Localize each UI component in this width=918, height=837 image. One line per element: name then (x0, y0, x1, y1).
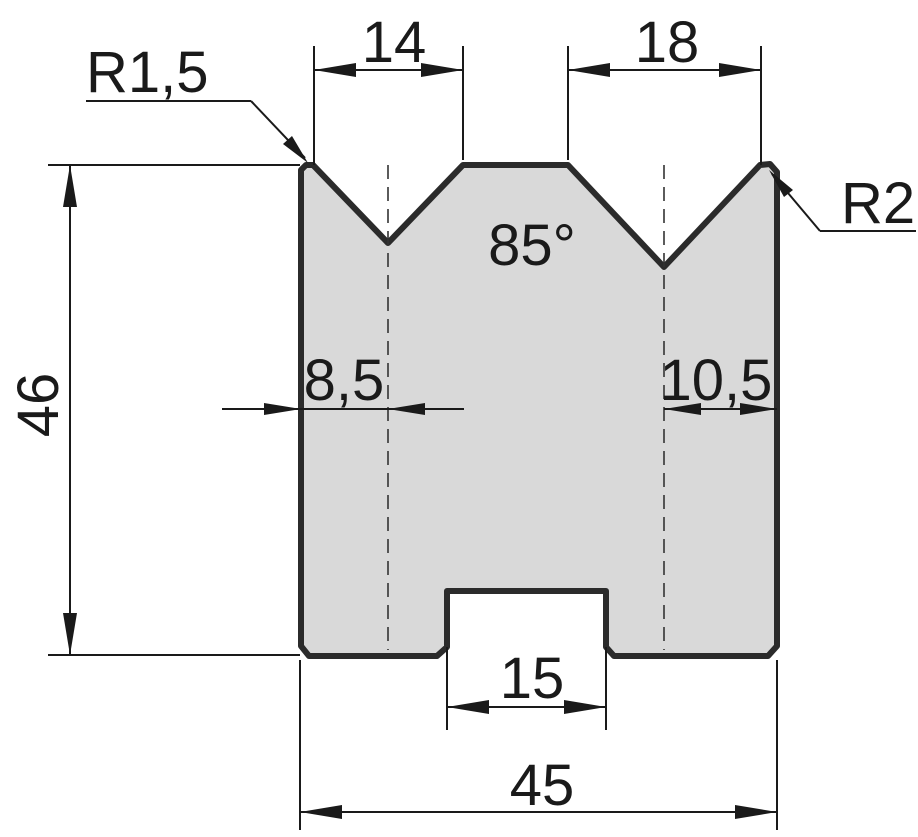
radius-left-leader: R1,5 (86, 40, 308, 163)
slot-width-label: 15 (500, 646, 565, 711)
dim-slot-width: 15 (446, 646, 607, 730)
v2-width-label: 18 (635, 10, 700, 75)
v1-width-label: 14 (362, 10, 427, 75)
height-label: 46 (6, 373, 71, 438)
radius-right-leader: R2 (769, 170, 916, 236)
v2-offset-label: 10,5 (660, 348, 773, 413)
dim-total-width: 45 (299, 660, 778, 830)
die-profile (298, 161, 780, 659)
total-width-label: 45 (510, 753, 575, 818)
dim-v2-width: 18 (567, 10, 762, 165)
dim-v1-width: 14 (313, 10, 464, 165)
v1-offset-label: 8,5 (304, 348, 385, 413)
dim-v2-offset: 10,5 (660, 348, 777, 415)
dim-v1-offset: 8,5 (222, 348, 464, 415)
angle-label: 85° (488, 213, 576, 278)
radius-right-label: R2 (841, 171, 915, 236)
dim-height: 46 (6, 164, 300, 656)
radius-left-label: R1,5 (86, 40, 209, 105)
